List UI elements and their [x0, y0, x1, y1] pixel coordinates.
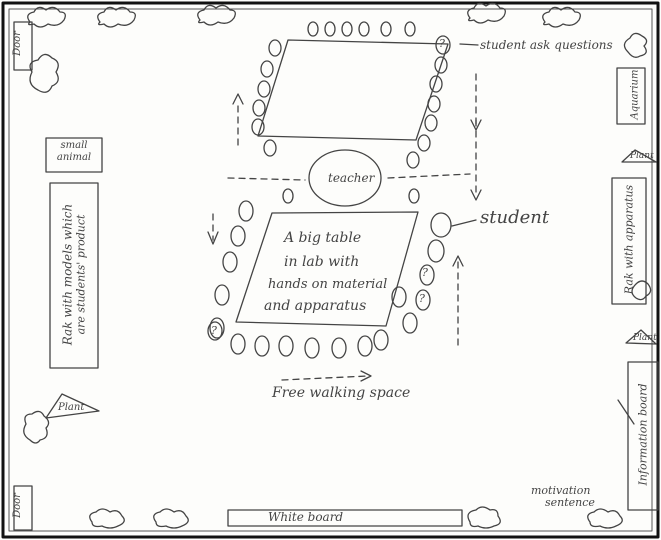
- question-mark-right-2: ?: [419, 292, 425, 305]
- student-ask-pointer: [459, 43, 479, 46]
- teacher-label: teacher: [328, 171, 375, 185]
- white-board-label: White board: [268, 510, 344, 524]
- big-table-line-4: and apparatus: [264, 298, 367, 314]
- top-cloud-3: [197, 4, 236, 26]
- arrow-up-right: [452, 255, 464, 267]
- information-board-line: [617, 399, 635, 425]
- plant-right-bottom-triangle: [625, 329, 657, 345]
- top-cloud-4: [467, 2, 506, 24]
- arrow-down-right-2: [470, 189, 482, 201]
- top-cloud-1: [27, 6, 66, 28]
- student-ask-label: student ask questions: [480, 38, 613, 52]
- bottom-cloud-2: [153, 508, 189, 529]
- question-mark-left: ?: [211, 324, 217, 337]
- plant-left-triangle: [45, 393, 100, 419]
- rack-models-line1: Rak with models which: [60, 203, 75, 346]
- right-cloud-1: [623, 32, 648, 58]
- big-table: [235, 211, 419, 327]
- rack-models-line2: are students' product: [74, 214, 88, 335]
- bottom-cloud-1: [89, 508, 125, 529]
- white-board-box: [227, 509, 463, 527]
- motivation-line-2: sentence: [545, 496, 595, 509]
- arrow-right-walk: [360, 370, 372, 382]
- rack-apparatus-label: Rak with apparatus: [622, 184, 636, 295]
- information-board-box: [627, 361, 659, 511]
- student-pointer: [451, 219, 477, 227]
- right-cloud-2: [631, 280, 652, 301]
- small-animal-box: [45, 137, 103, 173]
- rack-models-box: [49, 182, 99, 369]
- aquarium-box: [616, 67, 646, 125]
- arrow-down-right-1: [470, 119, 482, 131]
- student-chair: [430, 212, 452, 238]
- arrow-up-left: [232, 93, 244, 105]
- arrow-down-left: [207, 231, 219, 245]
- small-animal-label: small animal: [56, 140, 92, 163]
- big-table-line-3: hands on material: [268, 277, 388, 292]
- top-cloud-2: [97, 6, 136, 28]
- plant-left-label: Plant: [58, 402, 85, 413]
- free-walking-label: Free walking space: [272, 385, 411, 401]
- plant-right-bottom-label: Plant: [633, 333, 657, 343]
- teacher-circle: [308, 149, 382, 207]
- bottom-cloud-4: [587, 508, 623, 529]
- room-inner-frame: [8, 8, 653, 532]
- plant-right-top-label: Plant: [630, 151, 654, 161]
- information-board-label: Information board: [636, 383, 650, 486]
- rack-apparatus-box: [611, 177, 647, 305]
- question-mark-top: ?: [439, 37, 445, 50]
- top-table: [257, 39, 449, 141]
- big-table-line-1: A big table: [284, 230, 362, 246]
- top-cloud-5: [542, 6, 581, 28]
- big-table-line-2: in lab with: [284, 254, 360, 270]
- door-top-box: [13, 21, 33, 71]
- question-mark-right-1: ?: [422, 266, 428, 279]
- plant-right-top-triangle: [621, 149, 657, 163]
- motivation-line-1: motivation: [531, 484, 591, 497]
- left-cloud-2: [23, 410, 50, 444]
- student-label: student: [480, 207, 550, 228]
- left-cloud-1: [29, 53, 59, 93]
- door-top-label: Door: [11, 31, 23, 56]
- bottom-cloud-3: [467, 506, 501, 529]
- aquarium-label: Aquarium: [629, 69, 641, 120]
- door-bottom-label: Door: [11, 493, 23, 518]
- door-bottom-box: [13, 485, 33, 531]
